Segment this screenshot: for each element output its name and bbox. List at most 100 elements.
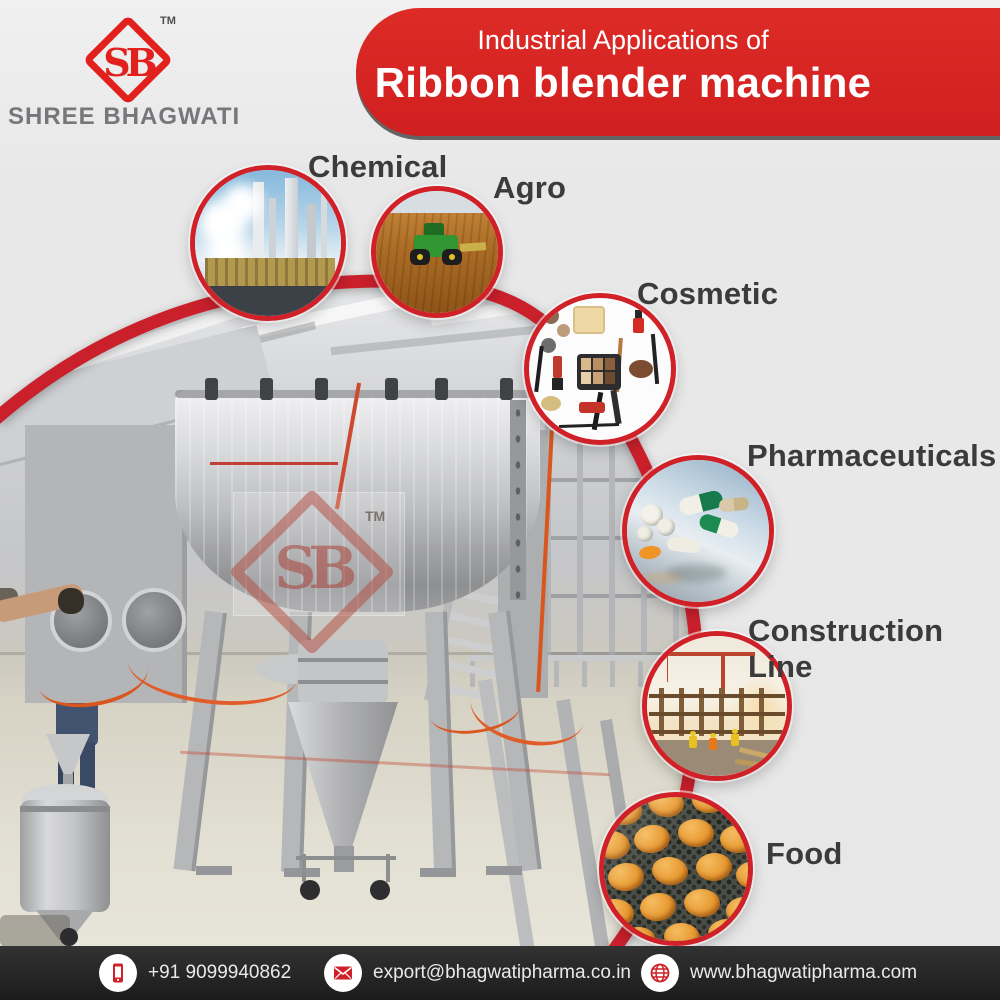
phone-icon xyxy=(99,954,137,992)
operator-hand-tool xyxy=(58,588,84,614)
crane-tower xyxy=(721,652,725,698)
worker-vest xyxy=(731,734,739,746)
chimney xyxy=(253,182,264,274)
worker-helmet xyxy=(732,729,738,734)
tractor-field-photo xyxy=(371,186,503,318)
watermark-trademark: TM xyxy=(365,508,386,524)
globe-icon xyxy=(641,954,679,992)
capsule-half xyxy=(718,498,735,513)
wheel-hub xyxy=(417,254,423,260)
lid-clamp xyxy=(435,378,448,400)
mascara-wand xyxy=(610,389,622,425)
cookie xyxy=(720,825,748,853)
leg-baseplate xyxy=(420,868,456,877)
contact-footer: +91 9099940862 export@bhagwatipharma.co.… xyxy=(0,946,1000,1000)
phone-number: +91 9099940862 xyxy=(148,962,292,983)
bolted-flange xyxy=(510,400,526,600)
caster-wheel xyxy=(60,928,78,946)
chimney xyxy=(321,190,327,270)
vessel-band xyxy=(20,806,110,812)
gold-tin xyxy=(541,396,561,411)
cart-frame xyxy=(302,854,306,882)
blender-sponge xyxy=(629,360,653,378)
title-banner: Industrial Applications of Ribbon blende… xyxy=(356,8,1000,136)
lipstick-bullet xyxy=(553,356,562,378)
red-pipe xyxy=(210,462,338,465)
cosmetics-flatlay-photo xyxy=(524,293,676,445)
worker-helmet xyxy=(710,733,716,738)
worker-vest xyxy=(709,738,717,750)
floor-stripe xyxy=(180,751,610,777)
plant-base xyxy=(195,286,341,316)
brand-trademark: TM xyxy=(160,15,176,27)
worker-helmet xyxy=(690,731,696,736)
small-vessel-body xyxy=(20,800,110,912)
crane-cable xyxy=(667,654,668,682)
leg-baseplate xyxy=(486,866,522,875)
cookie xyxy=(726,897,748,925)
lid-clamp xyxy=(385,378,398,400)
palette-swatch xyxy=(593,372,603,384)
lipstick-base xyxy=(552,378,563,390)
nail-polish xyxy=(633,318,644,333)
pearl xyxy=(543,308,559,324)
watermark-monogram: SB xyxy=(274,534,350,602)
caster-wheel xyxy=(300,880,320,900)
palette-swatch xyxy=(581,358,591,370)
brand-logo-monogram: SB xyxy=(103,40,158,85)
globe-glyph xyxy=(650,963,670,983)
lid-clamp xyxy=(500,378,513,400)
eye-pencil xyxy=(534,345,544,393)
leg-baseplate xyxy=(196,866,232,875)
steam-plume xyxy=(223,184,261,222)
chemical-plant-photo xyxy=(190,165,346,321)
vessel-shadow xyxy=(0,915,70,947)
lid-clamp xyxy=(260,378,273,400)
label-chemical: Chemical xyxy=(308,149,448,184)
wheel-hub xyxy=(449,254,455,260)
white-tablet xyxy=(637,526,653,542)
label-food: Food xyxy=(766,836,843,871)
brand-block: SB TM SHREE BHAGWATI xyxy=(0,0,280,150)
website-url: www.bhagwatipharma.com xyxy=(690,962,918,983)
cookie xyxy=(736,861,748,889)
palette-swatch xyxy=(605,372,615,384)
label-cosmetic: Cosmetic xyxy=(637,276,779,311)
pills-capsules-photo xyxy=(622,455,774,607)
palette-swatch xyxy=(593,358,603,370)
light-sheen xyxy=(604,797,748,941)
lid-clamp xyxy=(315,378,328,400)
chimney xyxy=(269,198,276,274)
steel-beam xyxy=(649,694,785,698)
cookies-conveyor-photo xyxy=(599,792,753,946)
chimney xyxy=(307,204,316,270)
steel-beam xyxy=(649,730,785,734)
caster-wheel xyxy=(370,880,390,900)
cart-frame xyxy=(296,856,396,860)
steel-beam xyxy=(649,712,785,716)
phone-glyph xyxy=(113,963,123,983)
banner-title: Ribbon blender machine xyxy=(374,59,872,106)
eyeliner xyxy=(558,422,620,429)
red-compact xyxy=(579,402,605,413)
pill-reflection xyxy=(643,572,683,584)
banner-subtitle: Industrial Applications of xyxy=(477,25,769,55)
agro-sky xyxy=(376,191,498,217)
palette-swatch xyxy=(581,372,591,384)
worker-vest xyxy=(689,736,697,748)
lid-clamp xyxy=(205,378,218,400)
palette-swatch xyxy=(605,358,615,370)
brand-name: SHREE BHAGWATI xyxy=(8,103,241,130)
label-agro: Agro xyxy=(493,170,567,205)
label-pharmaceuticals: Pharmaceuticals xyxy=(747,438,997,473)
email-address: export@bhagwatipharma.co.in xyxy=(373,962,631,983)
powder-compact xyxy=(573,306,605,334)
eye-pencil xyxy=(650,333,660,385)
cart-frame xyxy=(386,854,390,882)
chimney xyxy=(285,178,298,274)
construction-site-photo xyxy=(642,631,792,781)
white-tablet xyxy=(657,518,675,536)
email-icon xyxy=(324,954,362,992)
